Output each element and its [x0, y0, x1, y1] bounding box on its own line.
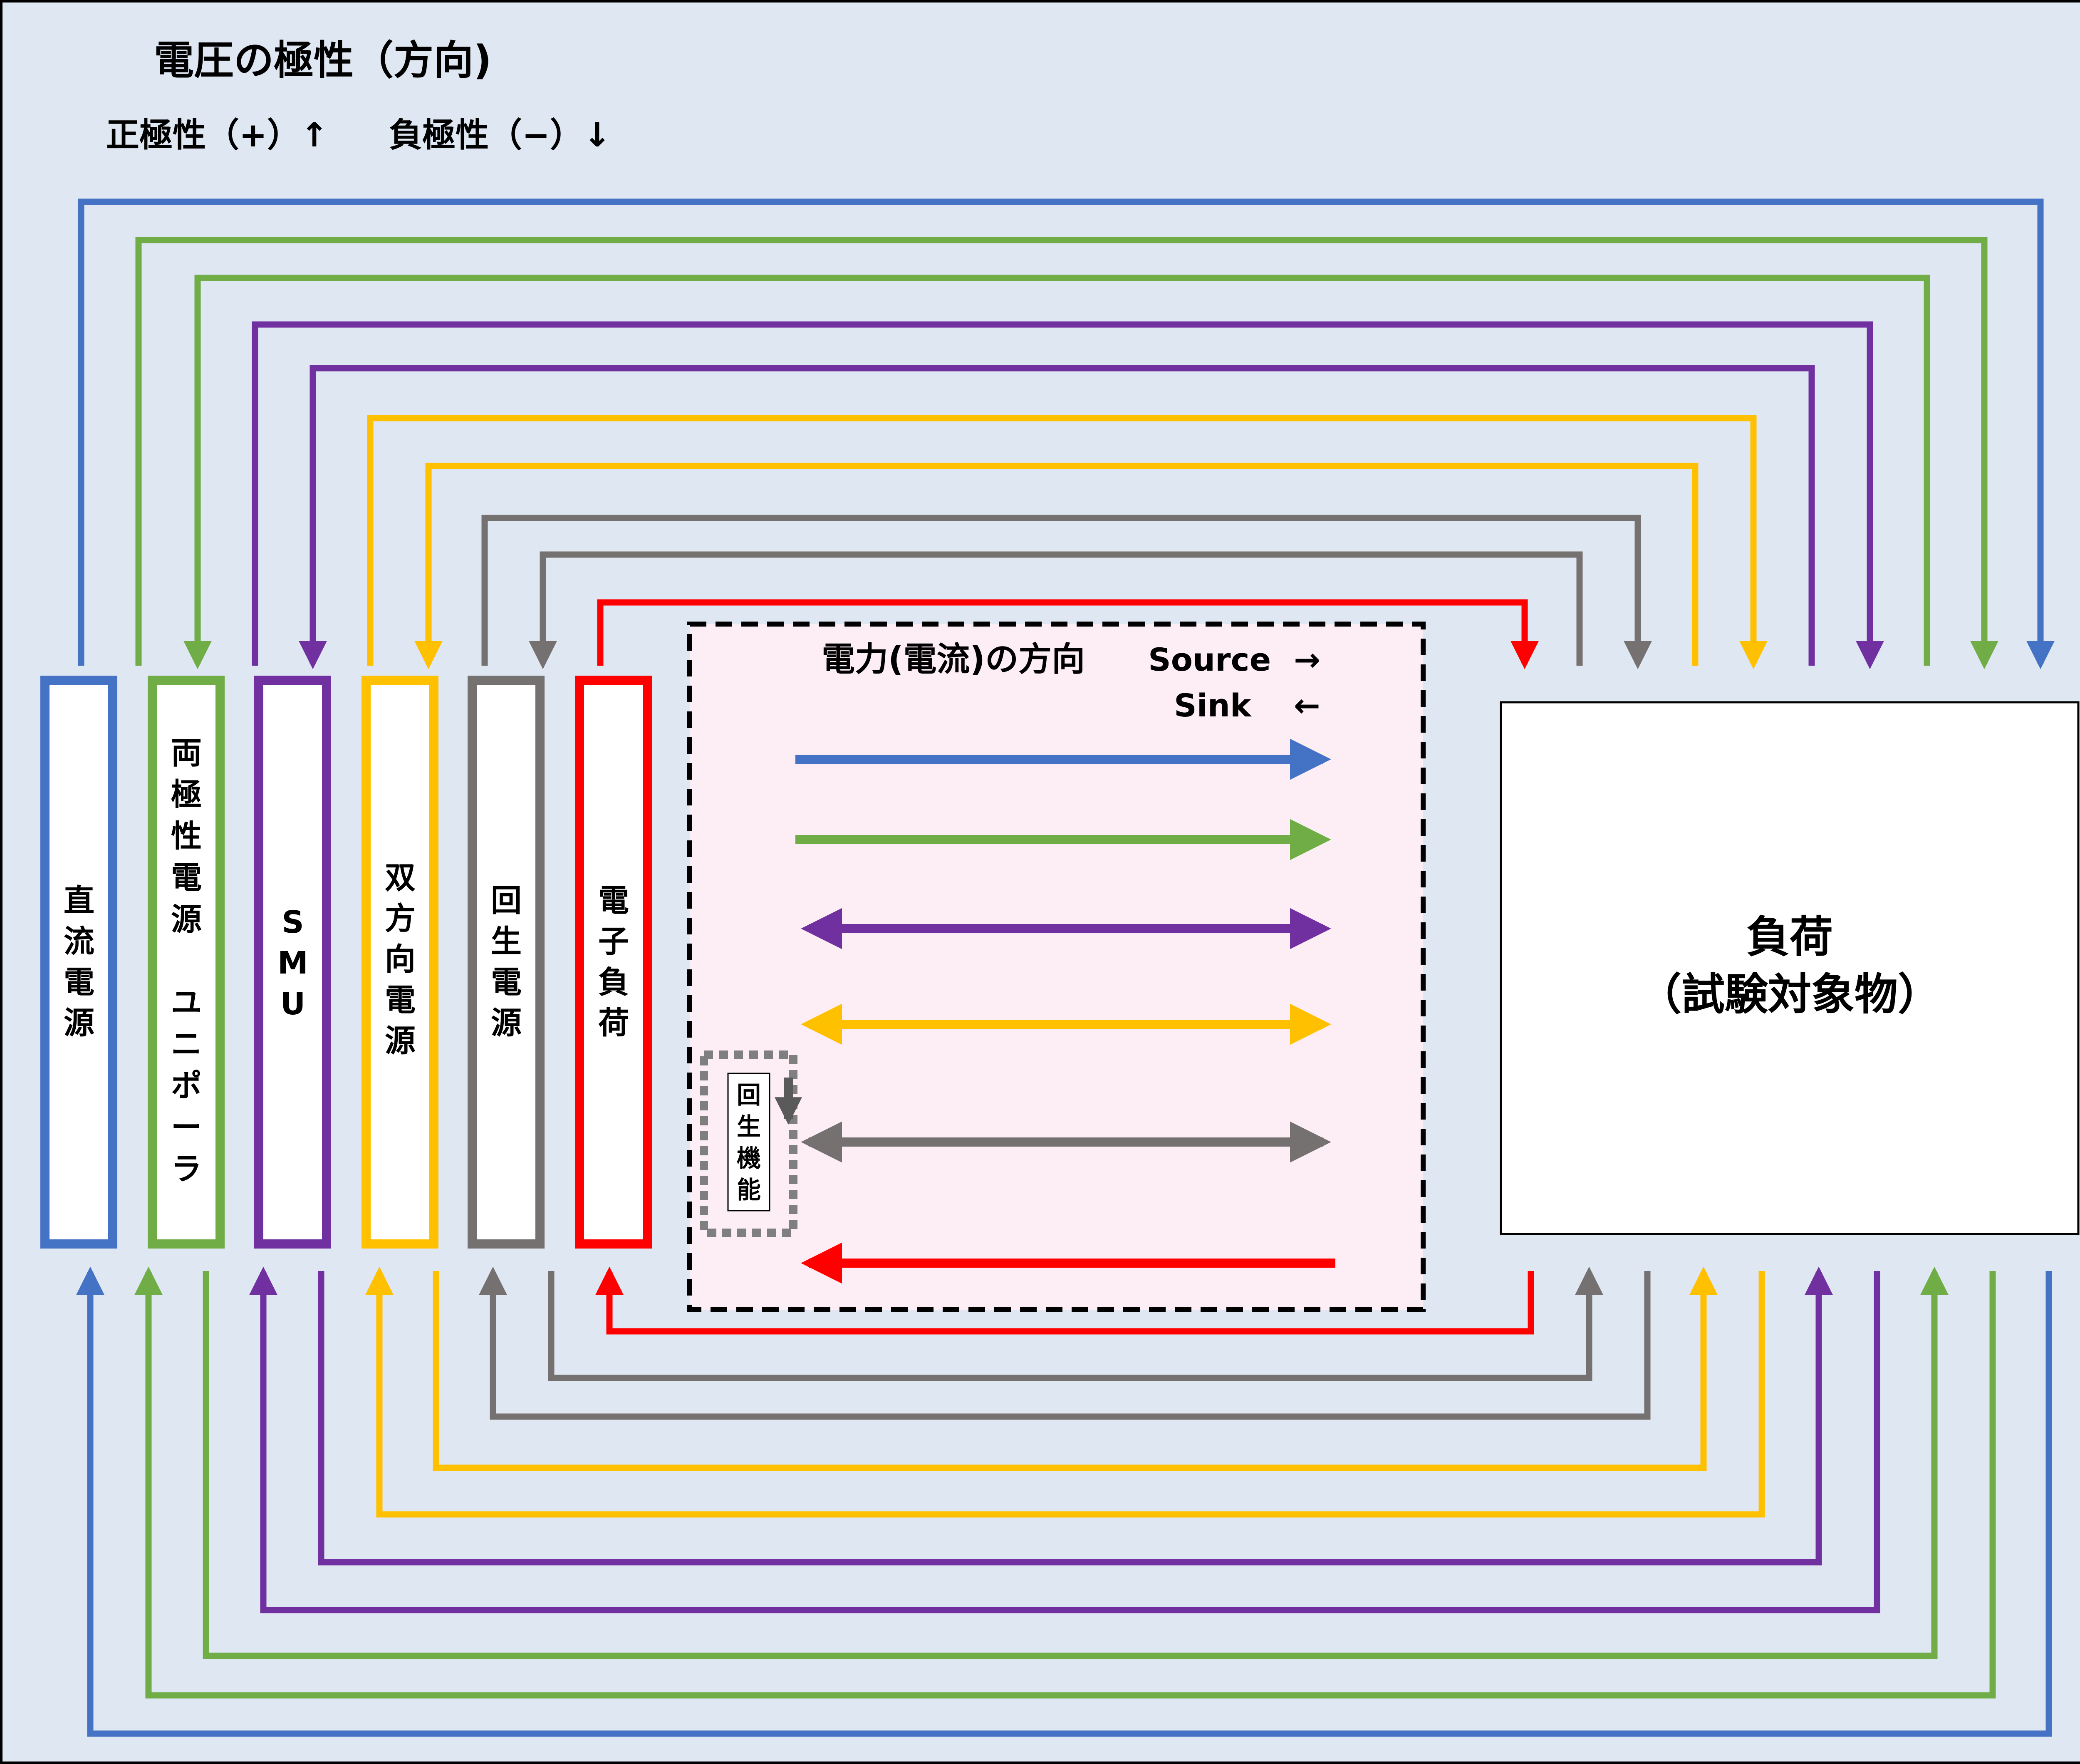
bidir-char-3: 電	[385, 982, 416, 1018]
power-direction-arrows	[795, 738, 1335, 1284]
regen-fn-char-1: 生	[737, 1112, 761, 1141]
regen-char-0: 回	[491, 883, 522, 919]
wire-top-bipolar-out	[135, 237, 1998, 669]
bipolar-char-9: ー	[171, 1110, 202, 1145]
bipolar-char-2: 性	[171, 818, 202, 854]
bidir-char-4: 源	[385, 1023, 416, 1059]
box-bidirectional-power-supply	[362, 676, 438, 1249]
eload-char-0: 電	[598, 883, 629, 919]
box-smu	[254, 676, 331, 1249]
dc-char-1: 流	[64, 924, 94, 959]
wire-bottom-regen-in	[479, 1266, 1651, 1420]
wire-bottom-smu-in	[249, 1266, 1880, 1613]
label-bidirectional: 双 方 向 電 源	[385, 860, 416, 1059]
load-dut-box	[1500, 701, 2080, 1235]
negative-polarity-label: 負極性（−）↓	[389, 116, 611, 154]
label-eload: 電 子 負 荷	[598, 883, 629, 1041]
box-dc-power-supply	[40, 676, 117, 1249]
load-title: 負荷	[1746, 912, 1833, 962]
label-dc: 直 流 電 源	[64, 883, 94, 1041]
regen-fn-char-2: 機	[737, 1144, 761, 1172]
wire-top-smu-in	[299, 365, 1815, 669]
box-bipolar-power-supply	[148, 676, 225, 1249]
bipolar-char-0: 両	[171, 735, 202, 771]
regen-char-2: 電	[491, 964, 522, 1000]
wire-top-smu-out	[252, 321, 1884, 669]
sink-arrow-glyph: ←	[1294, 687, 1320, 724]
smu-char-1: M	[277, 945, 308, 981]
wire-bottom-dc	[76, 1266, 2052, 1737]
wire-bottom-bidir-in	[365, 1266, 1765, 1518]
source-label: Source	[1148, 641, 1271, 678]
wire-top-bidir-in	[414, 463, 1699, 669]
polarity-title: 電圧の極性（方向)	[154, 37, 492, 84]
smu-char-0: S	[282, 904, 304, 940]
eload-char-1: 子	[598, 924, 629, 959]
wire-bottom-eload	[595, 1266, 1534, 1335]
bipolar-char-4: 源	[171, 902, 202, 937]
wire-top-eload	[597, 599, 1539, 669]
wire-top-bipolar-in	[183, 275, 1930, 669]
wire-bottom-smu-out	[318, 1266, 1833, 1566]
wire-top-dc	[78, 198, 2055, 669]
instrument-labels: 直 流 電 源 両 極 性 電 源 ユ ニ ポ ー ラ S M U 双 方 向 …	[64, 735, 629, 1187]
wire-top-regen-out	[481, 515, 1652, 669]
bipolar-char-10: ラ	[171, 1151, 202, 1187]
regen-fn-char-3: 能	[737, 1176, 761, 1204]
wire-bottom-bipolar-out	[203, 1266, 1949, 1659]
label-smu: S M U	[277, 904, 308, 1022]
bidir-char-0: 双	[385, 860, 416, 896]
bipolar-char-8: ポ	[171, 1068, 202, 1104]
instrument-boxes	[40, 676, 652, 1249]
top-wires	[78, 198, 2055, 669]
bipolar-char-1: 極	[171, 777, 202, 813]
bipolar-char-7: ニ	[171, 1026, 202, 1062]
regen-function-label-box	[727, 1073, 770, 1212]
label-bipolar: 両 極 性 電 源 ユ ニ ポ ー ラ	[171, 735, 202, 1187]
power-direction-title: 電力(電流)の方向	[822, 640, 1085, 679]
eload-char-2: 負	[598, 964, 629, 1000]
source-arrow-glyph: →	[1294, 641, 1320, 678]
eload-char-3: 荷	[598, 1005, 629, 1041]
sink-label: Sink	[1174, 687, 1252, 724]
bottom-wires	[76, 1266, 2052, 1737]
wire-bottom-bidir-out	[433, 1266, 1718, 1471]
wire-top-regen-in	[529, 551, 1583, 669]
regen-fn-char-0: 回	[737, 1081, 761, 1109]
bipolar-char-6: ユ	[171, 985, 202, 1021]
wire-bottom-regen-out	[548, 1266, 1603, 1381]
positive-polarity-label: 正極性（+）↑	[106, 116, 328, 154]
power-direction-panel	[687, 622, 1426, 1312]
load-subtitle: （試験対象物）	[1638, 969, 1941, 1020]
bipolar-char-5	[171, 943, 202, 979]
regen-char-3: 源	[491, 1005, 522, 1041]
regen-char-1: 生	[491, 924, 522, 959]
wire-bottom-bipolar-in	[134, 1266, 1996, 1699]
dc-char-2: 電	[64, 964, 94, 1000]
smu-char-2: U	[280, 986, 305, 1022]
regen-function-label: 回 生 機 能	[737, 1081, 761, 1204]
bidir-char-1: 方	[385, 901, 416, 937]
wire-top-bidir-out	[367, 415, 1768, 669]
bidir-char-2: 向	[385, 941, 416, 977]
dc-char-3: 源	[64, 1005, 94, 1041]
label-regen: 回 生 電 源	[491, 883, 522, 1041]
box-electronic-load	[575, 676, 652, 1249]
bipolar-char-3: 電	[171, 860, 202, 896]
box-regenerative-power-supply	[468, 676, 545, 1249]
dc-char-0: 直	[64, 883, 94, 919]
